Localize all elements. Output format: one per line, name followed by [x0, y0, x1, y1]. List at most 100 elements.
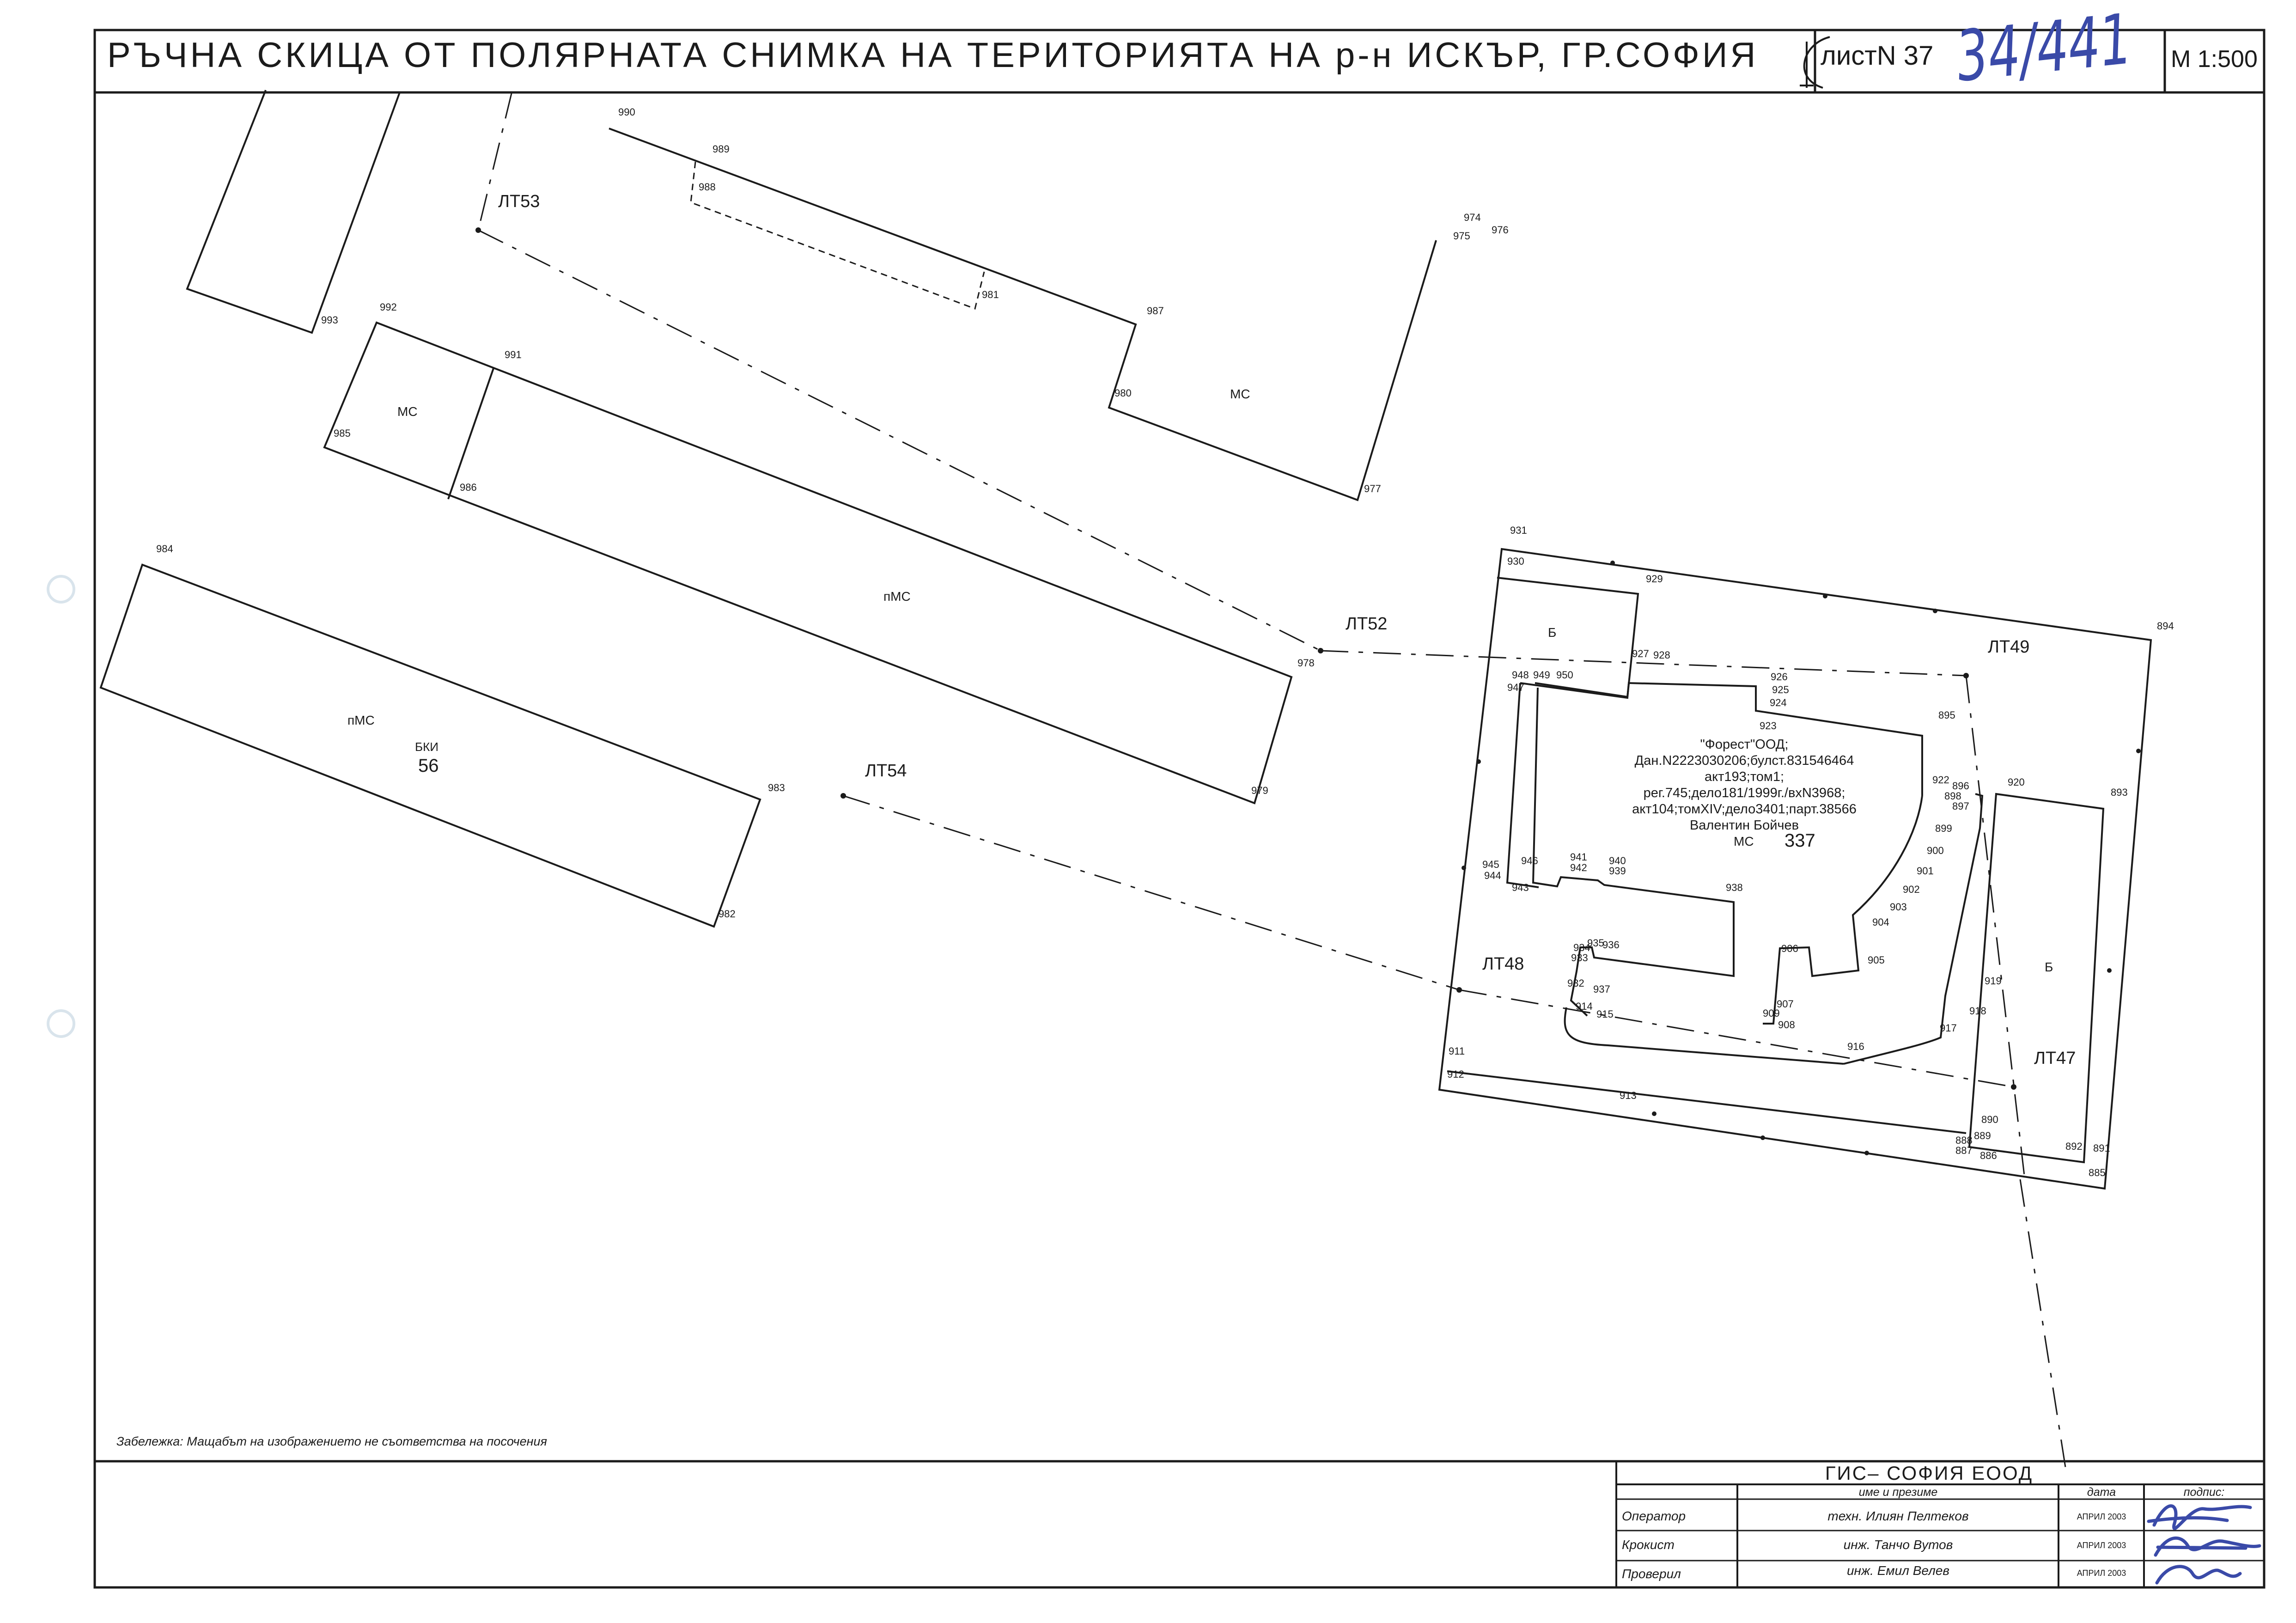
point-number: 928 — [1653, 649, 1670, 661]
point-number: 992 — [380, 301, 397, 313]
svg-text:34/441: 34/441 — [1953, 0, 2136, 98]
point-number: 979 — [1251, 785, 1268, 796]
point-number: 988 — [699, 181, 716, 193]
title-block — [1615, 1461, 2264, 1587]
point-number: 908 — [1778, 1019, 1795, 1031]
scale-label: М 1:500 — [2171, 46, 2258, 73]
point-number: 922 — [1932, 774, 1949, 786]
sheet-frame — [93, 29, 2266, 1589]
signatures — [2147, 1504, 2261, 1585]
point-number: 927 — [1632, 648, 1649, 659]
point-number: 975 — [1453, 230, 1470, 242]
point-number: 890 — [1981, 1114, 1998, 1125]
point-number: 989 — [713, 143, 730, 155]
point-number: 946 — [1521, 855, 1538, 866]
point-number: 950 — [1556, 669, 1573, 681]
point-number: 897 — [1952, 800, 1969, 812]
point-number: 945 — [1482, 859, 1499, 870]
point-number: 941 — [1570, 851, 1587, 863]
point-number: 974 — [1464, 212, 1481, 223]
point-number: 930 — [1507, 555, 1524, 567]
point-number: 885 — [2089, 1167, 2106, 1178]
parcel-number-337: 337 — [1784, 830, 1815, 851]
point-number: 907 — [1777, 998, 1794, 1010]
point-number: 985 — [334, 427, 351, 439]
row-name-checker: инж. Емил Велев — [1847, 1563, 1949, 1578]
point-number: 948 — [1512, 669, 1529, 681]
area-label-bki: БКИ — [415, 740, 438, 754]
point-number: 920 — [2008, 776, 2025, 788]
point-number: 983 — [768, 782, 785, 793]
owner-line-4: рег.745;дело181/1999г./вхN3968; — [1644, 786, 1845, 800]
station-points — [475, 227, 2016, 1090]
point-number: 899 — [1935, 823, 1952, 834]
point-number: 978 — [1297, 657, 1315, 669]
point-number: 987 — [1147, 305, 1164, 317]
area-label-pms-lower: пМС — [347, 713, 375, 727]
point-number: 939 — [1609, 865, 1626, 877]
point-number: 895 — [1938, 709, 1955, 721]
parcel-337-outline — [1438, 548, 2152, 1190]
point-number: 932 — [1567, 977, 1584, 989]
point-number: 940 — [1609, 855, 1626, 866]
station-label-lt54: ЛТ54 — [865, 761, 907, 781]
station-label-lt49: ЛТ49 — [1988, 637, 2029, 657]
point-number: 919 — [1985, 975, 2002, 987]
station-label-lt53: ЛТ53 — [498, 192, 540, 211]
point-number: 918 — [1969, 1005, 1986, 1017]
parcel-outlines — [99, 90, 1437, 928]
parcel-number-56: 56 — [418, 756, 439, 776]
point-number: 980 — [1115, 387, 1132, 399]
point-number: 993 — [321, 314, 338, 326]
point-number: 911 — [1449, 1045, 1465, 1057]
point-number: 887 — [1955, 1145, 1973, 1156]
point-number: 901 — [1917, 865, 1934, 877]
station-label-lt47: ЛТ47 — [2034, 1049, 2076, 1068]
point-number: 931 — [1510, 525, 1527, 536]
point-number: 938 — [1726, 882, 1743, 893]
point-number: 944 — [1484, 870, 1501, 881]
owner-line-6: Валентин Бойчев — [1690, 818, 1799, 833]
point-number: 934 — [1573, 942, 1590, 953]
owner-line-5: акт104;томXIV;дело3401;парт.38566 — [1632, 802, 1857, 817]
area-label-ms-top: МС — [1230, 387, 1250, 401]
row-role-krokist: Крокист — [1622, 1538, 1675, 1552]
point-number: 902 — [1903, 884, 1920, 895]
point-number: 904 — [1872, 916, 1889, 928]
point-number: 888 — [1955, 1135, 1973, 1146]
point-number: 991 — [505, 349, 522, 360]
point-number: 926 — [1771, 671, 1788, 683]
point-number: 892 — [2065, 1141, 2083, 1152]
owner-line-3: акт193;том1; — [1705, 769, 1784, 784]
sheet-title: РЪЧНА СКИЦА ОТ ПОЛЯРНАТА СНИМКА НА ТЕРИТ… — [107, 36, 1758, 75]
area-label-pms-middle: пМС — [883, 589, 911, 604]
row-date-operator: АПРИЛ 2003 — [2077, 1512, 2126, 1521]
point-number: 986 — [460, 482, 477, 493]
row-role-checker: Проверил — [1622, 1567, 1681, 1581]
parcel-337-boundary-marks — [1462, 561, 2141, 1155]
column-header-date: дата — [2087, 1486, 2116, 1499]
area-label-b-upper: Б — [1548, 625, 1556, 640]
point-number: 936 — [1602, 939, 1620, 951]
owner-info: "Форест"ООД; Дан.N2223030206;булст.83154… — [1632, 737, 1857, 833]
point-number: 889 — [1974, 1130, 1991, 1141]
point-number: 915 — [1596, 1008, 1614, 1020]
column-header-name: име и презиме — [1859, 1486, 1938, 1499]
point-number: 937 — [1593, 983, 1610, 995]
point-number: 947 — [1507, 682, 1524, 693]
punch-holes — [47, 575, 75, 1038]
row-role-operator: Оператор — [1622, 1509, 1686, 1523]
point-number: 984 — [156, 543, 173, 555]
traverse-lines — [477, 91, 2066, 1468]
point-number: 981 — [982, 289, 999, 300]
point-number: 943 — [1512, 882, 1529, 893]
point-number: 977 — [1364, 483, 1381, 494]
point-number: 982 — [719, 908, 736, 920]
point-number: 933 — [1571, 952, 1588, 964]
point-number: 935 — [1587, 937, 1604, 949]
row-name-operator: техн. Илиян Пелтеков — [1827, 1509, 1968, 1523]
point-number: 923 — [1760, 720, 1777, 732]
point-number: 913 — [1620, 1090, 1637, 1101]
row-name-krokist: инж. Танчо Вутов — [1844, 1538, 1953, 1552]
